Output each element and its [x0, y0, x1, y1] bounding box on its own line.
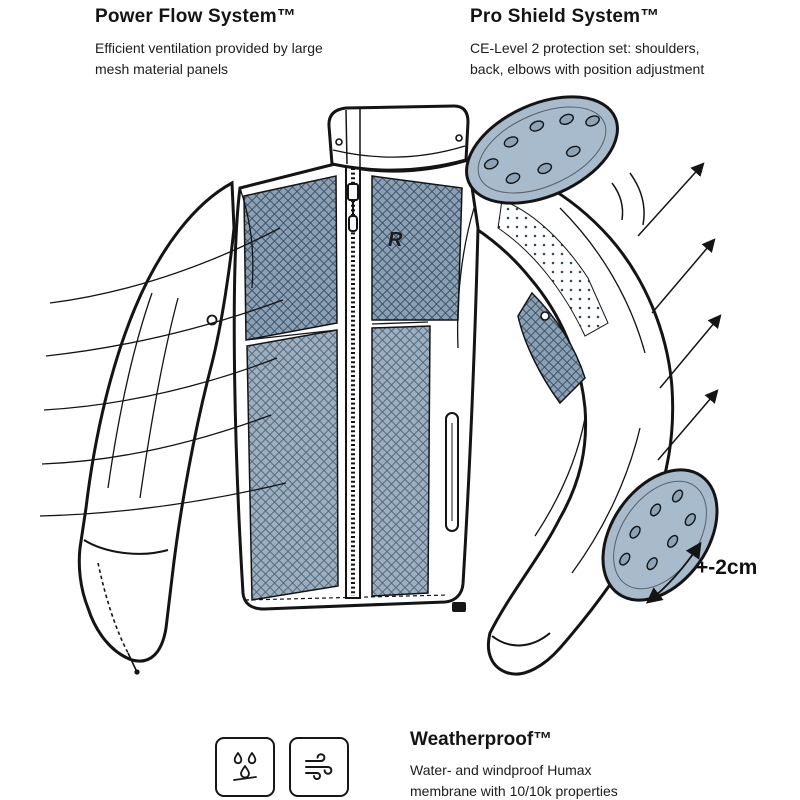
feature-description: CE-Level 2 protection set: shoulders, ba… — [470, 40, 705, 77]
feature-power-flow: Power Flow System™ Efficient ventilation… — [95, 6, 330, 80]
callout-line — [39, 482, 287, 517]
jacket-illustration: R — [0, 88, 800, 720]
callout-line — [43, 357, 278, 411]
arm-mesh-panel — [517, 291, 586, 405]
water-drops-icon — [215, 737, 275, 797]
shoulder-motion-arc — [629, 172, 645, 226]
mesh-panel-chest-left — [243, 175, 338, 341]
speckle-panel — [497, 199, 609, 337]
right-callout-arrows — [637, 162, 722, 461]
callout-arrow — [651, 238, 716, 314]
feature-title: Power Flow System™ — [95, 6, 297, 27]
collar — [327, 104, 470, 172]
left-callout-lines — [39, 227, 287, 517]
shoulder-motion-arc — [611, 182, 624, 221]
jacket-svg: R — [39, 95, 722, 676]
left-sleeve — [77, 180, 236, 675]
callout-line — [41, 414, 272, 465]
zipper — [345, 165, 361, 599]
brand-logo: R — [388, 229, 403, 251]
callout-arrow — [659, 314, 722, 389]
feature-description: Water- and windproof Humax membrane with… — [410, 762, 618, 799]
callout-arrow — [637, 162, 705, 237]
feature-weatherproof: Weatherproof™ Water- and windproof Humax… — [410, 729, 640, 800]
callout-line — [45, 299, 284, 357]
wind-icon — [289, 737, 349, 797]
callout-arrow — [657, 389, 719, 461]
mesh-panel-lower-left — [246, 329, 339, 601]
tolerance-label: +-2cm — [696, 556, 758, 579]
mesh-panel-lower-right — [371, 325, 431, 597]
callout-line — [49, 227, 281, 304]
feature-description: Efficient ventilation provided by large … — [95, 40, 323, 77]
zipper-slider — [347, 183, 359, 201]
feature-pro-shield: Pro Shield System™ CE-Level 2 protection… — [470, 6, 725, 80]
weatherproof-icons — [215, 737, 349, 797]
feature-title: Weatherproof™ — [410, 729, 553, 750]
feature-title: Pro Shield System™ — [470, 6, 660, 27]
mesh-panel-chest-right — [371, 175, 463, 321]
shoulder-protector — [465, 95, 619, 205]
torso: R — [206, 158, 480, 612]
adjustment-arrow — [645, 541, 702, 604]
